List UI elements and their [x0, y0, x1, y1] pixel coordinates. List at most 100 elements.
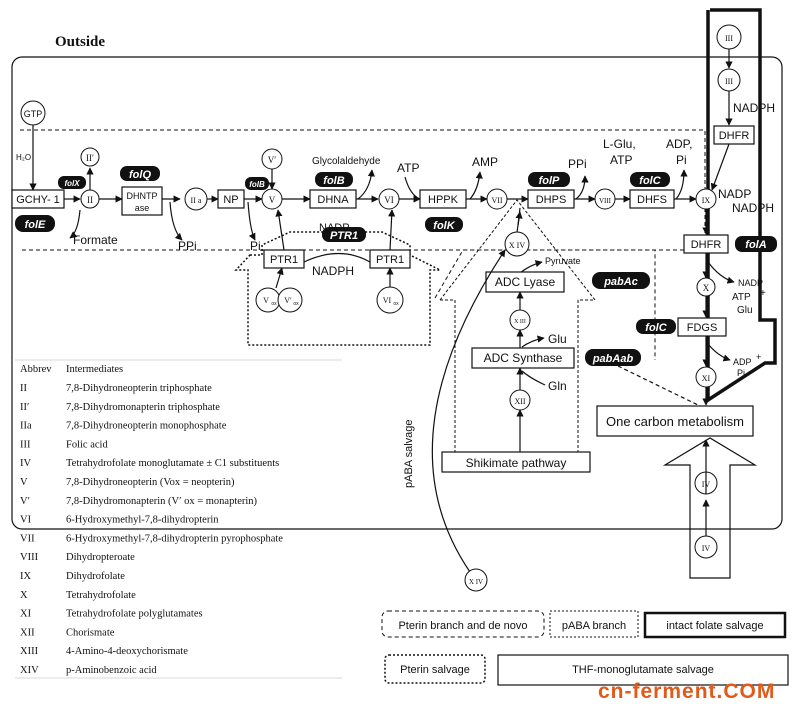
dhntpase-box: [121, 186, 163, 216]
abbrev-desc-8: 6-Hydroxymethyl-7,8-dihydropterin pyroph…: [66, 533, 283, 544]
ptr1-right-label: PTR1: [376, 254, 404, 266]
pi-label-3: Pi: [737, 368, 745, 378]
abbrev-desc-13: Chorismate: [66, 627, 115, 638]
gene-folx: folX: [64, 179, 80, 188]
outside-label: Outside: [55, 34, 105, 50]
dhfr-mid-label: DHFR: [691, 239, 722, 251]
intermediate-xi-label: XI: [702, 374, 711, 383]
abbrev-desc-10: Dihydrofolate: [66, 571, 125, 582]
nadph-label-2: NADPH: [732, 201, 774, 215]
intermediate-iii-mid-label: III: [725, 77, 733, 86]
intermediate-ii-prime: [80, 147, 100, 167]
nadph-label-top: NADPH: [733, 101, 775, 115]
intermediate-ii-prime-label: II′: [86, 153, 94, 163]
hppk-label: HPPK: [428, 194, 459, 206]
intermediate-iia-label: II a: [191, 196, 202, 205]
vi-ox-sub: ox: [393, 301, 399, 307]
adc-lyase-box: [485, 271, 565, 293]
amp-label: AMP: [472, 155, 498, 169]
legend-intact-folate-label: intact folate salvage: [666, 620, 763, 632]
pi-label-2: Pi: [676, 153, 687, 167]
abbrev-code-1: II′: [20, 402, 29, 413]
abbrev-code-6: V′: [20, 496, 30, 507]
legend-paba-branch-box: [549, 610, 639, 638]
intermediate-v-prime-label: V′: [268, 155, 276, 165]
abbrev-desc-1: 7,8-Dihydromonapterin triphosphate: [66, 402, 220, 413]
intermediate-v-label: V: [269, 195, 276, 205]
adp-label-2: ADP: [733, 357, 752, 367]
np-label: NP: [223, 194, 238, 206]
shikimate-box: [441, 451, 591, 473]
abbrev-desc-7: 6-Hydroxymethyl-7,8-dihydropterin: [66, 515, 219, 526]
abbrev-code-12: XI: [20, 609, 32, 620]
one-carbon-box: [596, 405, 754, 437]
abbrev-code-13: XII: [20, 627, 35, 638]
ppi-label-2: PPi: [568, 157, 587, 171]
legend-pterin-salvage-label: Pterin salvage: [400, 664, 470, 676]
abbrev-code-9: VIII: [20, 552, 39, 563]
atp-label-3: ATP: [732, 292, 751, 303]
plus-label-2: +: [756, 352, 761, 362]
paba-salvage-label: pABA salvage: [403, 420, 415, 489]
glu-label-2: Glu: [548, 332, 567, 346]
intermediate-xiii-label: X III: [514, 319, 526, 325]
intermediate-ii-label: II: [87, 195, 93, 205]
gene-folc-bottom: folC: [645, 322, 667, 334]
intact-folate-salvage-region: [706, 8, 777, 404]
gene-fola: folA: [745, 239, 766, 251]
legend-thf-mono-label: THF-monoglutamate salvage: [572, 664, 714, 676]
dhfr-top-box: [713, 125, 755, 145]
abbrev-desc-12: Tetrahydrofolate polyglutamates: [66, 609, 203, 620]
abbrev-code-10: IX: [20, 571, 31, 582]
nadph-label-1: NADPH: [312, 264, 354, 278]
legend-thf-mono-box: [497, 654, 789, 686]
gene-pabac: pabAc: [603, 276, 638, 288]
abbrev-code-8: VII: [20, 533, 35, 544]
abbrev-code-11: X: [20, 590, 28, 601]
abbrev-desc-11: Tetrahydrofolate: [66, 590, 136, 601]
ptr1-left-label: PTR1: [270, 254, 298, 266]
lglu-label: L-Glu,: [603, 137, 636, 151]
abbrev-code-5: V: [20, 477, 28, 488]
intermediate-ix-label: IX: [702, 196, 711, 205]
gene-pabaab: pabAab: [592, 353, 634, 365]
gene-folc-top: folC: [639, 175, 661, 187]
intermediate-v-prime-ox-label: V′: [284, 296, 292, 305]
abbrev-desc-2: 7,8-Dihydroneopterin monophosphate: [66, 421, 227, 432]
ppi-label-1: PPi: [178, 239, 197, 253]
abbrev-header-abbrev: Abbrev: [20, 364, 52, 375]
abbrev-desc-5: 7,8-Dihydroneopterin (Vox = neopterin): [66, 477, 235, 488]
paba-house-region: [438, 199, 597, 456]
abbrev-code-15: XIV: [20, 665, 39, 676]
intermediate-v-prime-ox: [277, 287, 303, 313]
abbrev-desc-4: Tetrahydrofolate monoglutamate ± C1 subs…: [66, 458, 279, 469]
gene-pill: [15, 215, 55, 232]
abbrev-code-7: VI: [20, 515, 32, 526]
gchy1-label: GCHY- 1: [16, 194, 60, 206]
adc-synthase-label: ADC Synthase: [484, 351, 563, 365]
gene-ptr1: PTR1: [330, 230, 358, 242]
adp-label-1: ADP,: [666, 137, 692, 151]
pterin-salvage-region: [234, 231, 441, 346]
dhntpase-label-1: DHNTP: [127, 191, 158, 201]
gene-folk: folK: [433, 220, 455, 232]
gene-folb: folB: [323, 175, 344, 187]
shikimate-label: Shikimate pathway: [466, 456, 567, 470]
abbrev-desc-0: 7,8-Dihydroneopterin triphosphate: [66, 383, 212, 394]
gtp-label: GTP: [24, 109, 43, 119]
glu-label-1: Glu: [737, 305, 753, 316]
intermediate-xii-label: XII: [514, 397, 525, 406]
abbrev-desc-3: Folic acid: [66, 439, 108, 450]
watermark: cn-ferment.COM: [598, 680, 775, 703]
abbrev-desc-14: 4-Amino-4-deoxychorismate: [66, 646, 188, 657]
abbrev-desc-15: p-Aminobenzoic acid: [66, 665, 157, 676]
abbrev-code-4: IV: [20, 458, 31, 469]
legend-paba-branch-label: pABA branch: [562, 620, 626, 632]
gene-fole: folE: [25, 219, 46, 231]
intermediate-vi-ox-label: VI: [383, 296, 392, 305]
intermediate-vi-label: VI: [384, 195, 394, 205]
atp-label-2: ATP: [610, 153, 632, 167]
dhps-label: DHPS: [536, 194, 567, 206]
one-carbon-label: One carbon metabolism: [606, 414, 744, 429]
